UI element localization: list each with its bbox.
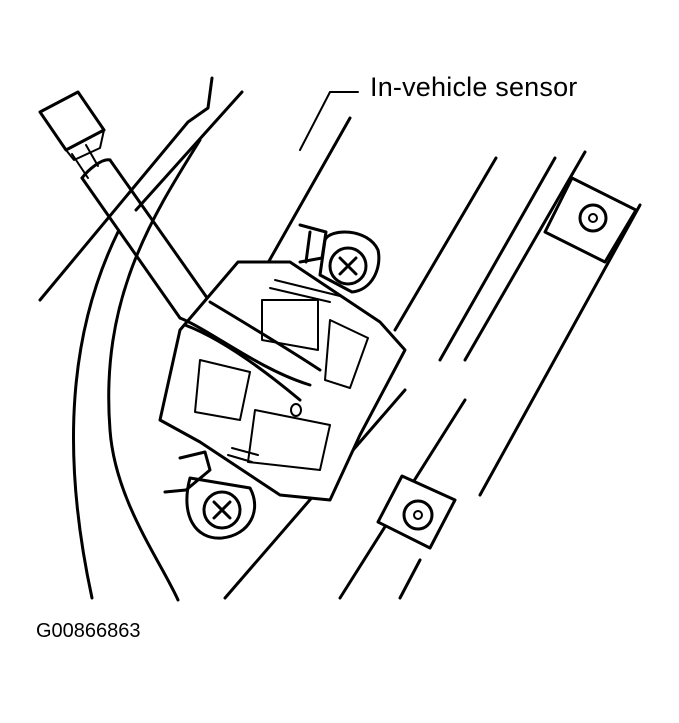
upper-bracket [543,176,638,264]
sensor-body [158,223,407,540]
harness-connector [38,90,106,152]
figure-id: G00866863 [36,620,141,642]
callout-leader-line [299,91,359,151]
wire-harness [38,90,212,320]
panel-trim-lines [38,76,642,602]
callout-label: In-vehicle sensor [370,72,578,102]
lower-bracket [376,474,457,550]
